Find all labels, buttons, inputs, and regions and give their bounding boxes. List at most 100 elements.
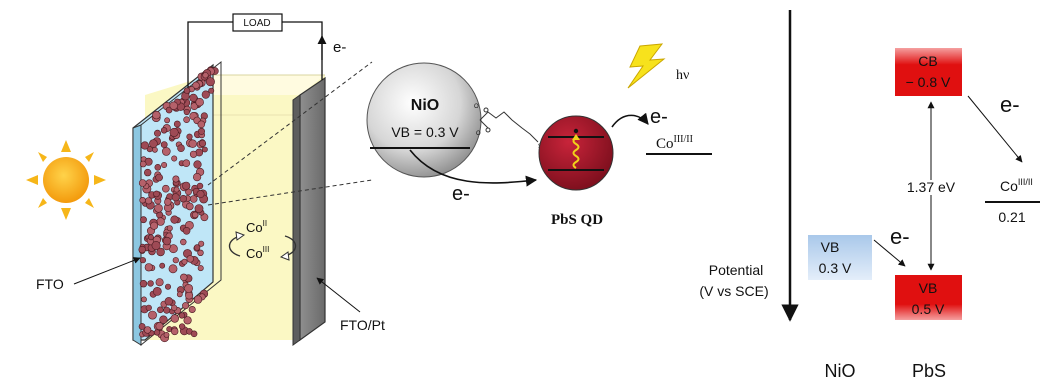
nanoparticle (190, 102, 199, 110)
potential-label-line2: (V vs SCE) (699, 283, 768, 299)
fto-pt-label: FTO/Pt (340, 317, 385, 333)
nanoparticle (196, 182, 204, 190)
nanoparticle (139, 257, 146, 264)
energy-co-sup: III/II (1018, 177, 1033, 187)
pbs-cb-value: − 0.8 V (906, 74, 951, 90)
nanoparticle (201, 90, 210, 99)
nanoparticle (184, 283, 193, 293)
nanoparticle (164, 198, 172, 206)
svg-text:CoIII/II: CoIII/II (656, 134, 693, 152)
nanoparticle (149, 139, 158, 148)
nanoparticle (200, 213, 209, 222)
nanoparticle (201, 146, 208, 153)
nanoparticle (193, 295, 203, 304)
nanoparticle (205, 77, 215, 87)
nanoparticle (195, 97, 204, 107)
nanoparticle (169, 101, 178, 110)
nanoparticle (189, 195, 198, 203)
nanoparticle (170, 215, 179, 224)
nanoparticle (162, 147, 171, 156)
sun-icon (26, 140, 106, 220)
linker-molecule-icon (479, 107, 539, 143)
nanoparticle (182, 159, 191, 167)
nanoparticle (171, 155, 178, 162)
nanoparticle (202, 72, 209, 79)
pbs-vb-value: 0.5 V (912, 301, 945, 317)
nanoparticle (144, 263, 153, 272)
nanoparticle (159, 315, 168, 324)
nanoparticle (183, 108, 190, 116)
nanoparticle (164, 117, 170, 124)
nanoparticle (162, 236, 172, 246)
nanoparticle (166, 225, 173, 232)
nanoparticle (141, 296, 147, 303)
electron-label-nio-qd: e- (452, 183, 470, 205)
nanoparticle (147, 280, 154, 287)
nanoparticle (156, 247, 165, 257)
nanoparticle (192, 81, 200, 90)
pbs-cb-box (895, 48, 962, 96)
nanoparticle (183, 87, 191, 94)
co-ii-sup: II (263, 219, 267, 228)
external-circuit (187, 13, 327, 88)
nanoparticle (189, 150, 198, 158)
nanoparticle (182, 181, 191, 190)
nanoparticle (155, 278, 164, 287)
nanoparticle (191, 211, 199, 219)
nanoparticle (188, 305, 196, 313)
qd-label: PbS QD (551, 212, 603, 228)
nanoparticle (152, 286, 162, 296)
electron-label-qd-co: e- (650, 106, 668, 128)
nio-sphere (366, 62, 482, 178)
nanoparticle (179, 195, 188, 203)
nanoparticle (150, 221, 159, 230)
fto-label: FTO (36, 276, 64, 292)
nanoparticle (198, 127, 206, 135)
potential-label-line1: Potential (709, 262, 763, 278)
nanoparticle (171, 193, 180, 202)
nanoparticle (151, 241, 161, 251)
electron-label-nio-pbs: e- (890, 224, 910, 249)
nanoparticle (177, 144, 185, 152)
co-redox-cycle: CoII CoIII (228, 219, 297, 261)
nanoparticle (171, 304, 178, 311)
nanoparticle (179, 323, 186, 330)
co-ii-base: Co (246, 220, 263, 235)
nanoparticle (138, 245, 146, 254)
nanoparticle (139, 160, 147, 168)
nanoparticle (208, 87, 215, 94)
co-iii-sup: III (263, 245, 270, 254)
nanoparticle (163, 306, 171, 314)
fto-pt-counter-electrode (292, 76, 326, 346)
lightning-icon (627, 43, 666, 89)
nanoparticle (190, 330, 198, 338)
nanoparticle (181, 258, 188, 265)
electron-label-circuit: e- (333, 39, 346, 56)
nanoparticle (197, 120, 206, 129)
zoom-lines (207, 61, 373, 206)
nio-vb-box (808, 235, 872, 280)
svg-text:CoIII: CoIII (246, 245, 269, 261)
nanoparticle (168, 264, 178, 274)
nanoparticle (182, 227, 191, 235)
nanoparticle (197, 265, 204, 272)
band-gap-label: 1.37 eV (907, 179, 956, 195)
pbs-quantum-dot (538, 115, 614, 191)
nanoparticle (155, 322, 164, 331)
co-level-value: 0.21 (998, 209, 1025, 225)
electron-label-cb-co: e- (1000, 92, 1020, 117)
nanoparticle (196, 190, 205, 199)
hv-label: hν (676, 68, 689, 83)
pbs-axis-label: PbS (912, 361, 946, 381)
energy-co-base: Co (1000, 178, 1018, 194)
nanoparticle (193, 244, 201, 251)
nanoparticle (155, 173, 163, 182)
nio-nanoparticle-layer (138, 66, 219, 343)
nanoparticle (160, 141, 168, 148)
nanoparticle (140, 141, 149, 150)
nanoparticle (186, 202, 194, 211)
nanoparticle (154, 204, 163, 213)
nanoparticle (169, 127, 179, 137)
nanoparticle (148, 310, 157, 320)
